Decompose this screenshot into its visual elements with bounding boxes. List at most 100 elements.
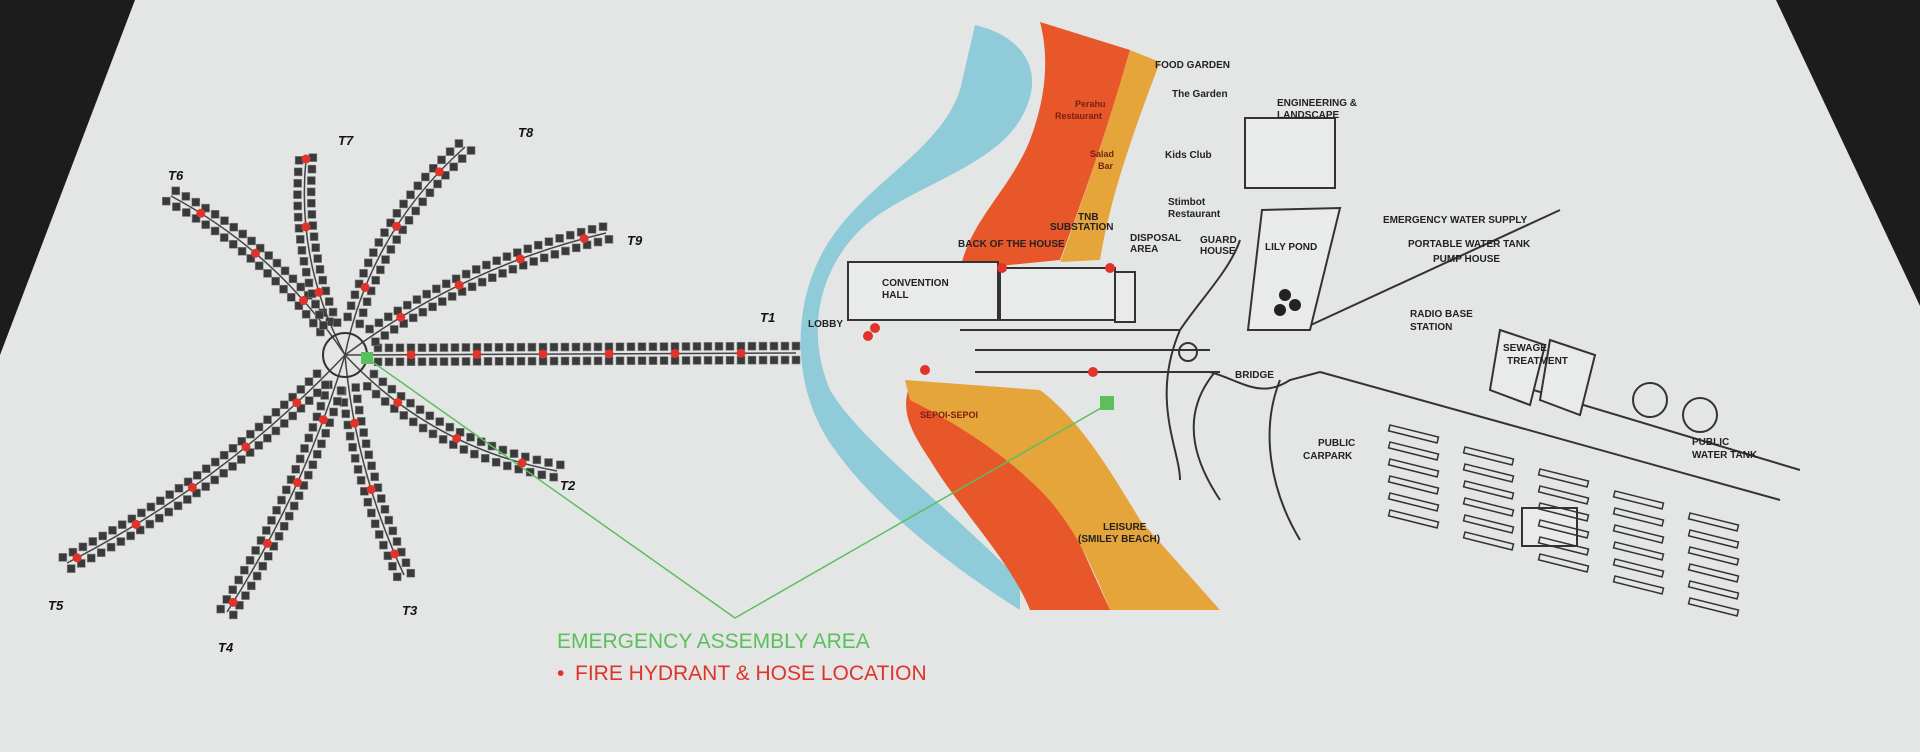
villa-unit — [364, 258, 373, 268]
villa-unit — [370, 472, 379, 482]
hydrant-marker — [301, 154, 311, 164]
hydrant-marker — [452, 433, 462, 443]
villa-unit — [359, 268, 368, 278]
villa-unit — [428, 343, 438, 352]
villa-unit — [321, 428, 330, 438]
villa-unit — [380, 228, 389, 237]
villa-unit — [692, 342, 702, 351]
hydrant-marker — [393, 397, 403, 407]
parking-bay-row — [1537, 553, 1590, 573]
villa-unit — [439, 343, 449, 352]
villa-unit — [758, 355, 768, 365]
hydrant-marker — [196, 208, 206, 218]
villa-unit — [350, 290, 360, 300]
villa-unit — [509, 449, 519, 458]
villa-unit — [571, 356, 581, 366]
villa-unit — [508, 264, 518, 274]
villa-unit — [791, 341, 801, 351]
villa-unit — [116, 537, 126, 546]
villa-unit — [615, 342, 625, 352]
villa-unit — [258, 561, 268, 571]
hydrant-marker — [250, 248, 260, 258]
parking-bay-row — [1687, 529, 1740, 549]
villa-unit — [171, 186, 181, 196]
villa-unit — [220, 216, 229, 225]
villa-unit — [356, 476, 366, 485]
hydrant-marker — [538, 349, 548, 359]
villa-unit — [316, 401, 326, 411]
parking-bay-row — [1462, 463, 1515, 483]
villa-unit — [201, 482, 210, 491]
villa-unit — [413, 181, 423, 191]
label-portable-water-tank: PORTABLE WATER TANK — [1408, 239, 1531, 250]
villa-unit — [380, 397, 390, 406]
villa-unit — [549, 342, 559, 352]
villa-unit — [409, 417, 418, 427]
villa-unit — [388, 562, 397, 571]
label-treatment: TREATMENT — [1507, 356, 1568, 367]
hydrant-marker — [292, 478, 302, 488]
villa-unit — [293, 179, 302, 188]
villa-unit — [637, 342, 647, 351]
villa-unit — [263, 269, 272, 278]
villa-unit — [108, 526, 117, 535]
frond-walkway — [344, 354, 405, 576]
beach-orange — [906, 22, 1130, 610]
main-building — [999, 267, 1116, 321]
villa-unit — [252, 571, 262, 581]
frond-walkway — [66, 354, 346, 564]
villa-unit — [377, 494, 386, 503]
villa-unit — [300, 444, 309, 453]
villa-unit — [219, 233, 229, 242]
villa-unit — [301, 309, 311, 319]
parking-bay-row — [1612, 524, 1665, 544]
villa-unit — [681, 342, 691, 351]
villa-unit — [389, 325, 399, 334]
villa-unit — [241, 591, 250, 600]
villa-unit — [615, 356, 625, 366]
villa-unit — [280, 266, 290, 276]
villa-unit — [411, 206, 420, 216]
legend-hydrant: FIRE HYDRANT & HOSE LOCATION — [575, 662, 927, 685]
villa-unit — [703, 356, 713, 365]
villa-unit — [353, 394, 362, 404]
villa-unit — [659, 356, 669, 365]
villa-unit — [428, 357, 438, 366]
villa-unit — [488, 273, 497, 282]
villa-unit — [304, 396, 314, 405]
villa-unit — [262, 526, 271, 535]
parking-bay-row — [1387, 424, 1440, 444]
villa-unit — [263, 415, 272, 424]
tower-label-t7: T7 — [338, 133, 354, 148]
villa-unit — [311, 243, 320, 252]
parking-bay-row — [1537, 519, 1590, 539]
villa-unit — [309, 318, 318, 328]
parking-bay-row — [1387, 509, 1440, 529]
villa-unit — [505, 356, 515, 366]
parking-bay-row — [1387, 492, 1440, 512]
frond-walkway — [303, 158, 346, 356]
villa-unit — [307, 176, 316, 185]
hydrant-marker — [604, 349, 614, 359]
villa-unit — [406, 190, 415, 200]
villa-unit — [714, 342, 724, 351]
label-substation: SUBSTATION — [1050, 222, 1114, 233]
villa-unit — [172, 202, 181, 212]
villa-unit — [376, 265, 385, 275]
label-leisure: LEISURE — [1103, 522, 1147, 533]
villa-unit — [308, 460, 318, 470]
villa-unit — [482, 260, 491, 270]
villa-unit — [286, 293, 296, 302]
hydrant-marker — [406, 350, 416, 360]
villa-unit — [604, 235, 614, 244]
villa-unit — [384, 343, 394, 353]
villa-unit — [311, 299, 320, 309]
villa-unit — [470, 449, 479, 459]
hydrant-marker — [228, 597, 238, 607]
lily-pond-area — [1246, 206, 1342, 331]
villa-unit — [296, 235, 305, 244]
villa-unit — [238, 229, 248, 239]
villa-unit — [191, 197, 201, 207]
sea-water — [800, 25, 1033, 610]
tower-label-t6: T6 — [168, 168, 184, 183]
